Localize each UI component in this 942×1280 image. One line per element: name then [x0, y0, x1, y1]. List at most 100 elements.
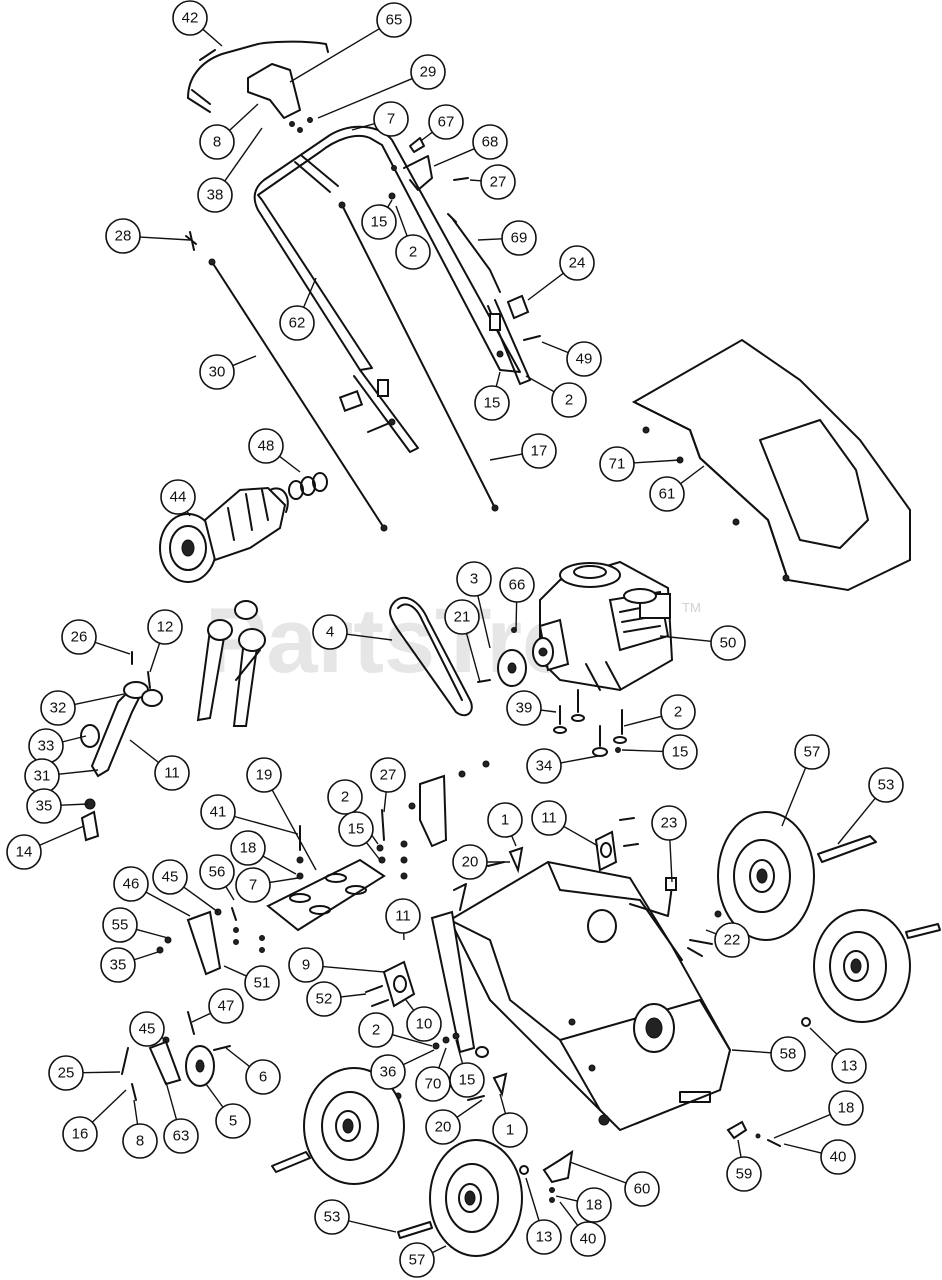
callout-number: 11 [541, 810, 557, 827]
leader-line [421, 131, 433, 141]
callout-circle [399, 1242, 435, 1278]
callout-50: 50 [659, 625, 746, 661]
leader-line [351, 122, 375, 131]
callout-28: 28 [105, 218, 191, 254]
callout-number: 22 [724, 932, 741, 949]
bolt-1-upper [508, 846, 524, 874]
leader-line [525, 375, 555, 393]
callout-57: 57 [781, 734, 830, 827]
callout-number: 35 [36, 798, 53, 815]
callout-number: 29 [420, 64, 437, 81]
callout-circle [828, 1090, 864, 1126]
callout-number: 40 [830, 1149, 847, 1166]
leader-line [262, 855, 297, 875]
callout-32: 32 [40, 690, 125, 726]
callout-circle [312, 614, 348, 650]
callout-number: 2 [409, 244, 417, 261]
callout-number: 53 [878, 777, 895, 794]
callout-8: 8 [122, 1099, 158, 1159]
callout-circle [660, 694, 696, 730]
callout-2: 2 [395, 205, 431, 270]
callout-circle [599, 446, 635, 482]
callout-number: 66 [509, 577, 526, 594]
callout-circle [199, 354, 235, 390]
callout-number: 39 [516, 700, 533, 717]
callout-number: 59 [736, 1166, 753, 1183]
main-frame [448, 860, 732, 1132]
engine-bracket [419, 774, 448, 848]
lower-handle-rail [353, 369, 419, 453]
callout-circle [245, 1059, 281, 1095]
leader-line [525, 1177, 540, 1221]
callout-circle [172, 0, 208, 36]
callout-68: 68 [433, 124, 508, 167]
callout-7: 7 [235, 867, 299, 903]
callout-circle [199, 124, 235, 160]
callout-57: 57 [399, 1242, 447, 1278]
callout-circle [576, 1187, 612, 1223]
leader-line [279, 455, 301, 473]
leader-line [62, 735, 87, 743]
callout-11: 11 [531, 800, 599, 847]
leader-line [455, 1039, 464, 1064]
leader-line [149, 642, 161, 673]
throttle-cable [629, 885, 673, 917]
crankshaft [203, 486, 287, 562]
callout-15: 15 [449, 1039, 485, 1098]
callout-number: 18 [838, 1100, 855, 1117]
callout-20: 20 [425, 1099, 483, 1145]
callout-number: 7 [387, 111, 395, 128]
callout-circle [327, 779, 363, 815]
callout-26: 26 [61, 619, 131, 655]
callout-circle [361, 204, 397, 240]
callout-circle [501, 220, 537, 256]
callout-45: 45 [152, 859, 219, 913]
callout-27: 27 [469, 164, 516, 200]
callout-number: 20 [435, 1119, 452, 1136]
leader-line [136, 928, 169, 939]
callout-55: 55 [102, 907, 169, 943]
leader-line [133, 951, 159, 961]
callout-circle [444, 599, 480, 635]
callout-circle [197, 177, 233, 213]
callout-15: 15 [621, 734, 698, 770]
callout-52: 52 [306, 981, 367, 1017]
callout-48: 48 [248, 428, 301, 473]
callout-3: 3 [456, 561, 492, 649]
callout-circle [651, 805, 687, 841]
callout-13: 13 [525, 1177, 562, 1255]
leader-line [563, 825, 599, 847]
callout-circle [649, 476, 685, 512]
leader-line [837, 797, 876, 845]
callout-38: 38 [197, 127, 263, 213]
callout-number: 41 [210, 804, 227, 821]
callout-8: 8 [199, 103, 259, 160]
callout-number: 38 [207, 187, 224, 204]
callout-31: 31 [24, 758, 99, 794]
bearing-flange [382, 960, 416, 1008]
clip-24 [506, 294, 530, 320]
leader-line [515, 601, 518, 631]
leader-line [346, 633, 393, 641]
leader-line [205, 1083, 224, 1108]
leader-line [322, 965, 385, 973]
callout-circle [61, 619, 97, 655]
callout-16: 16 [62, 1089, 127, 1152]
callout-35: 35 [26, 788, 89, 824]
callout-number: 65 [386, 12, 403, 29]
engine [532, 560, 674, 692]
callout-circle [770, 1036, 806, 1072]
leader-line [783, 1143, 822, 1154]
callout-56: 56 [199, 854, 235, 901]
callout-30: 30 [199, 354, 257, 390]
callout-circle [338, 811, 374, 847]
callout-number: 8 [136, 1133, 144, 1150]
callout-number: 15 [459, 1072, 476, 1089]
callout-circle [428, 104, 464, 140]
callout-circle [48, 1055, 84, 1091]
callout-circle [373, 101, 409, 137]
callout-circle [208, 988, 244, 1024]
callout-circle [314, 1199, 350, 1235]
callout-22: 22 [705, 922, 750, 958]
callout-number: 8 [213, 134, 221, 151]
